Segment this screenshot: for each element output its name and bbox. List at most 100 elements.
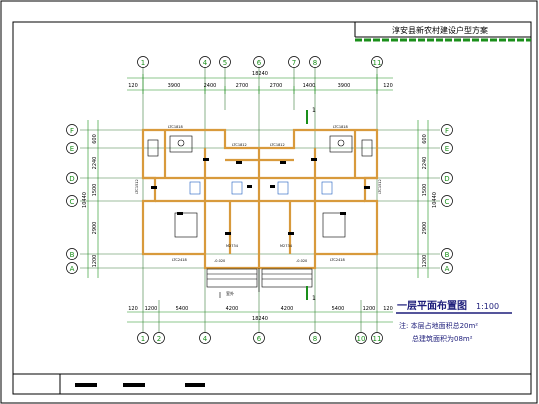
row-label-rF: F [445,127,449,135]
left-dimension-labels: 600 2240 1500 2900 1200 10440 [82,134,98,267]
top-dim-3: 2700 [236,83,249,89]
row-label-D: D [69,175,74,183]
drawing-note-1: 注: 本层占地面积总20m² [399,321,478,330]
fixtures-blue [189,181,333,195]
room-label-9: M2734 [280,244,293,248]
room-label-6: LTC2418 [172,258,187,262]
fixtures-dark [151,158,370,235]
right-dim-0: 600 [422,134,428,144]
project-title: 淳安县新农村建设户型方案 [392,25,488,35]
bottom-dim-4: 4200 [281,306,294,312]
bottom-dim-6: 1200 [363,306,376,312]
room-label-5: LTC1512 [378,179,382,194]
top-dimension-chain [127,74,393,94]
col-label-8: 8 [313,59,317,67]
col-label-6: 6 [257,59,262,67]
row-label-rC: C [445,198,450,206]
col-label-b6: 6 [257,335,262,343]
right-dim-1: 2240 [422,157,428,170]
left-dim-3: 2900 [92,222,98,235]
right-dim-2: 1500 [422,184,428,197]
title-block-bottom [12,373,532,395]
bottom-dim-5: 5400 [332,306,345,312]
top-dim-7: 120 [383,83,393,89]
room-label-8: M2734 [226,244,239,248]
row-label-A: A [70,265,75,273]
drawing-scale: 1:100 [476,302,499,311]
room-label-2: LTC1818 [333,125,348,129]
col-label-b8: 8 [313,335,317,343]
bottom-dim-3: 4200 [226,306,239,312]
left-dim-1: 2240 [92,157,98,170]
entry-label: 室外 [226,290,234,296]
row-bubble-labels-right: F E D C B A [444,127,449,273]
top-dim-6: 3900 [338,83,351,89]
fixtures [147,135,373,238]
overall-width-top: 18240 [252,71,268,77]
room-labels: LTC1818 LTC1812 LTC1818 LTC1812 LTC1512 … [135,125,382,263]
row-label-B: B [70,251,75,259]
col-label-1: 1 [141,59,145,67]
room-label-4: LTC1512 [135,179,139,194]
col-label-b11: 11 [373,335,382,343]
bottom-dim-0: 120 [128,306,138,312]
col-label-7: 7 [292,59,296,67]
left-dim-0: 600 [92,134,98,144]
room-label-1: LTC1812 [232,143,247,147]
col-label-5: 5 [223,59,227,67]
row-bubbles-right [441,124,453,274]
row-label-rE: E [445,145,449,153]
overall-width-bottom: 18240 [252,316,268,322]
col-label-b10: 10 [357,335,366,343]
bottom-dim-2: 5400 [176,306,189,312]
row-label-rD: D [444,175,449,183]
room-label-11: -0.020 [296,259,307,263]
row-label-rA: A [445,265,450,273]
room-label-10: -0.020 [214,259,225,263]
column-bubbles-bottom [137,332,383,344]
bottom-dimension-chain [127,311,393,323]
row-label-F: F [70,127,74,135]
bottom-dim-7: 120 [383,306,393,312]
room-label-7: LTC2418 [330,258,345,262]
col-label-b4: 4 [203,335,208,343]
column-bubble-labels-bottom: 1 2 4 6 8 10 11 [141,335,382,343]
building-walls [141,128,379,270]
row-label-C: C [70,198,75,206]
top-dim-1: 3900 [168,83,181,89]
left-dim-4: 1200 [92,255,98,268]
column-bubbles-top [137,56,383,68]
room-label-3: LTC1812 [270,143,285,147]
right-dim-3: 2900 [422,222,428,235]
row-bubble-labels-left: F E D C B A [69,127,74,273]
bottom-dimension-labels: 120 1200 5400 4200 4200 5400 1200 120 [128,306,393,312]
right-dimension-labels: 600 2240 1500 2900 1200 10440 [422,134,438,267]
row-bubbles-left [66,124,78,274]
row-label-E: E [70,145,74,153]
top-dim-5: 1400 [303,83,316,89]
room-label-0: LTC1818 [168,125,183,129]
section-mark-bottom: 1 [312,295,316,302]
column-bubble-labels-top: 1 4 5 6 7 8 11 [141,59,382,67]
entry-steps [206,268,313,298]
top-dim-4: 2700 [270,83,283,89]
title-block-top: 淳安县新农村建设户型方案 [354,21,531,42]
drawing-title: 一层平面布置图 [397,299,467,312]
row-label-rB: B [445,251,450,259]
bottom-dim-1: 1200 [145,306,158,312]
left-dim-2: 1500 [92,184,98,197]
drawing-note-2: 总建筑面积为08m² [412,334,473,343]
top-dim-0: 120 [128,83,138,89]
right-dim-4: 1200 [422,255,428,268]
section-mark-top: 1 [312,107,316,114]
col-label-11: 11 [373,59,382,67]
top-dim-2: 2400 [204,83,217,89]
col-label-b2: 2 [157,335,161,343]
right-total: 10440 [432,192,438,208]
left-total: 10440 [82,192,88,208]
col-label-b1: 1 [141,335,145,343]
top-dimension-labels: 120 3900 2400 2700 2700 1400 3900 120 [128,83,393,89]
side-dimension-chains [87,120,429,278]
